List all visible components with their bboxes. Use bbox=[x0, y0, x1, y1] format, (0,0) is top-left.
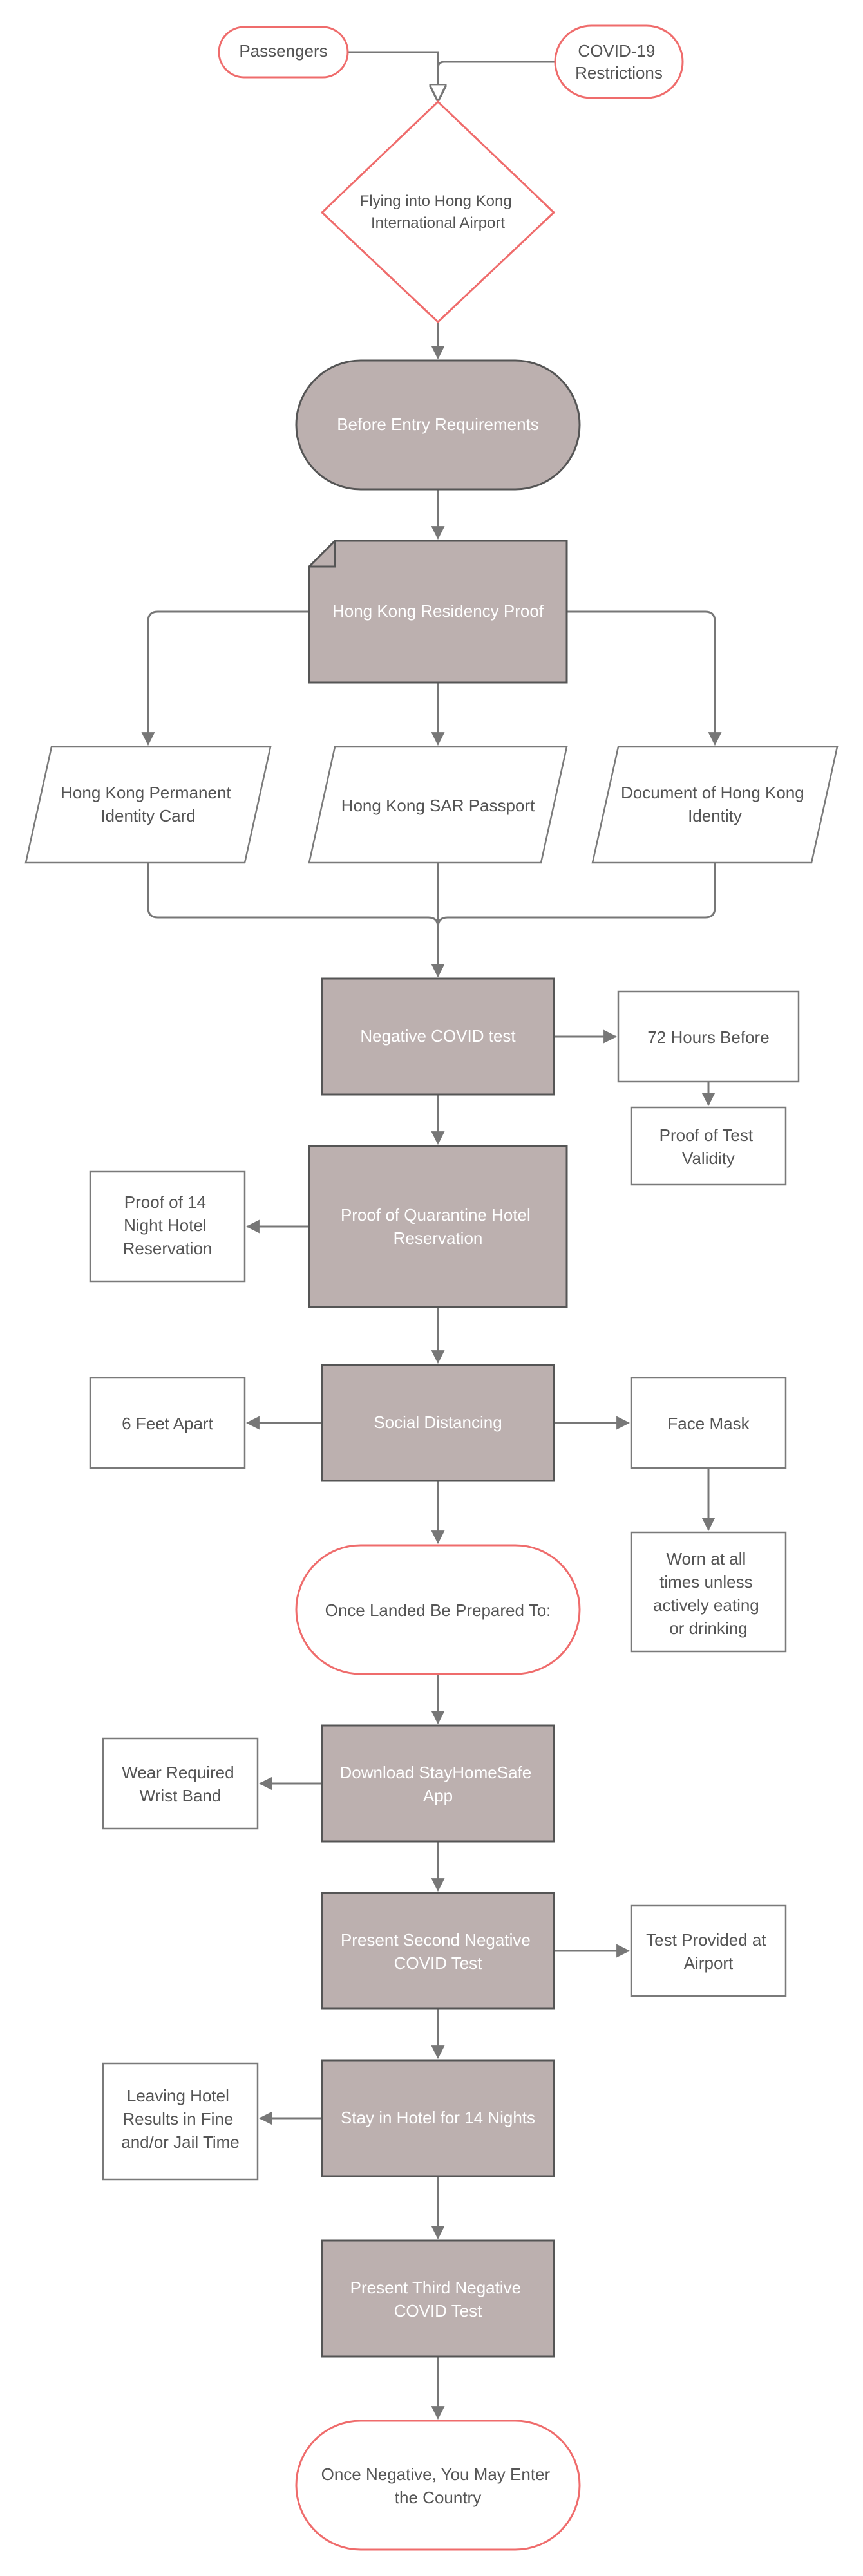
document-identity-line-2: Identity bbox=[688, 806, 742, 825]
worn-at-all-times-node: Worn at all times unless actively eating… bbox=[630, 1531, 787, 1653]
svg-text:Proof of 14 Night Hotel: Proof of 14 Night Hotel Reservation bbox=[123, 1192, 213, 1258]
passengers-terminal: Passengers bbox=[218, 26, 349, 79]
social-distancing-label: Social Distancing bbox=[374, 1413, 502, 1432]
third-test-line-1: Present Third Negative bbox=[350, 2278, 521, 2297]
svg-text:Present Third Negative C: Present Third Negative COVID Test bbox=[350, 2278, 526, 2320]
svg-text:COVID-19 Restrictions: COVID-19 Restrictions bbox=[575, 41, 663, 82]
svg-text:Hong Kong Permanent Iden: Hong Kong Permanent Identity Card bbox=[61, 783, 236, 825]
residency-proof-label: Hong Kong Residency Proof bbox=[332, 601, 544, 621]
second-test-line-2: COVID Test bbox=[394, 1953, 483, 1973]
svg-text:Once Negative, You May Enter: Once Negative, You May Enter the Country bbox=[321, 2465, 555, 2507]
edge-restrictions-to-decision bbox=[438, 61, 555, 100]
covid-restrictions-line-2: Restrictions bbox=[575, 63, 663, 82]
stay-hotel-node: Stay in Hotel for 14 Nights bbox=[321, 2059, 555, 2177]
hours-before-label: 72 Hours Before bbox=[647, 1028, 769, 1047]
svg-text:Worn at all times unless: Worn at all times unless actively eating… bbox=[653, 1549, 764, 1638]
proof-validity-node: Proof of Test Validity bbox=[630, 1106, 787, 1186]
covid-restrictions-line-1: COVID-19 bbox=[578, 41, 655, 61]
covid-restrictions-terminal: COVID-19 Restrictions bbox=[554, 24, 684, 99]
flying-into-line-1: Flying into Hong Kong bbox=[360, 193, 512, 210]
proof-validity-line-2: Validity bbox=[682, 1149, 735, 1168]
six-feet-node: 6 Feet Apart bbox=[89, 1377, 246, 1469]
edge-permanent-id-to-test bbox=[147, 863, 445, 978]
document-identity-node: Document of Hong Kong Identity bbox=[591, 746, 839, 864]
worn-line-4: or drinking bbox=[669, 1619, 747, 1638]
svg-text:Present Second Negative: Present Second Negative COVID Test bbox=[341, 1930, 535, 1973]
once-landed-terminal: Once Landed Be Prepared To: bbox=[295, 1544, 581, 1675]
hours-before-node: 72 Hours Before bbox=[617, 990, 800, 1083]
permanent-id-line-1: Hong Kong Permanent bbox=[61, 783, 231, 802]
once-negative-terminal: Once Negative, You May Enter the Country bbox=[295, 2420, 581, 2551]
negative-test-label: Negative COVID test bbox=[360, 1026, 516, 1046]
proof-14-night-line-2: Night Hotel bbox=[124, 1216, 207, 1235]
download-app-line-2: App bbox=[423, 1786, 453, 1805]
edge-residency-to-document bbox=[567, 610, 722, 746]
flying-into-line-2: International Airport bbox=[371, 214, 505, 232]
edge-document-to-test bbox=[437, 863, 716, 928]
negative-test-node: Negative COVID test bbox=[321, 977, 555, 1096]
svg-text:Flying into Hong Kong In: Flying into Hong Kong International Airp… bbox=[360, 193, 517, 232]
second-test-node: Present Second Negative COVID Test bbox=[321, 1892, 555, 2010]
test-airport-line-2: Airport bbox=[684, 1953, 734, 1973]
worn-line-2: times unless bbox=[659, 1572, 753, 1592]
download-app-line-1: Download StayHomeSafe bbox=[340, 1763, 532, 1782]
face-mask-node: Face Mask bbox=[630, 1377, 787, 1469]
svg-text:Leaving Hotel Results in: Leaving Hotel Results in Fine and/or Jai… bbox=[121, 2086, 240, 2152]
face-mask-label: Face Mask bbox=[667, 1414, 750, 1433]
leaving-hotel-line-2: Results in Fine bbox=[122, 2109, 233, 2129]
passengers-label: Passengers bbox=[239, 41, 327, 61]
edge-residency-to-permanent-id bbox=[141, 610, 309, 746]
wrist-band-node: Wear Required Wrist Band bbox=[102, 1737, 259, 1830]
quarantine-hotel-node: Proof of Quarantine Hotel Reservation bbox=[308, 1145, 568, 1308]
once-landed-label: Once Landed Be Prepared To: bbox=[325, 1601, 551, 1620]
second-test-line-1: Present Second Negative bbox=[341, 1930, 531, 1950]
document-identity-line-1: Document of Hong Kong bbox=[621, 783, 804, 802]
proof-14-night-node: Proof of 14 Night Hotel Reservation bbox=[89, 1170, 246, 1283]
svg-text:Test Provided at Airport: Test Provided at Airport bbox=[646, 1930, 771, 1973]
social-distancing-node: Social Distancing bbox=[321, 1364, 555, 1482]
test-airport-node: Test Provided at Airport bbox=[630, 1904, 787, 1997]
quarantine-hotel-line-1: Proof of Quarantine Hotel bbox=[341, 1205, 531, 1225]
before-entry-label: Before Entry Requirements bbox=[337, 415, 539, 434]
once-negative-line-2: the Country bbox=[395, 2488, 481, 2507]
svg-text:Download StayHomeSafe Ap: Download StayHomeSafe App bbox=[340, 1763, 536, 1805]
proof-14-night-line-3: Reservation bbox=[123, 1239, 213, 1258]
svg-text:Wear Required Wrist Band: Wear Required Wrist Band bbox=[122, 1763, 239, 1805]
svg-text:Proof of Quarantine Hotel: Proof of Quarantine Hotel Reservation bbox=[341, 1205, 535, 1248]
svg-text:Document of Hong Kong Id: Document of Hong Kong Identity bbox=[621, 783, 809, 825]
wrist-band-line-1: Wear Required bbox=[122, 1763, 234, 1782]
leaving-hotel-node: Leaving Hotel Results in Fine and/or Jai… bbox=[102, 2062, 259, 2181]
before-entry-terminal: Before Entry Requirements bbox=[295, 359, 581, 491]
permanent-id-line-2: Identity Card bbox=[100, 806, 195, 825]
once-negative-line-1: Once Negative, You May Enter bbox=[321, 2465, 551, 2484]
download-app-node: Download StayHomeSafe App bbox=[321, 1724, 555, 1843]
sar-passport-label: Hong Kong SAR Passport bbox=[341, 796, 535, 815]
worn-line-1: Worn at all bbox=[666, 1549, 746, 1568]
test-airport-line-1: Test Provided at bbox=[646, 1930, 766, 1950]
sar-passport-node: Hong Kong SAR Passport bbox=[308, 746, 568, 864]
quarantine-hotel-line-2: Reservation bbox=[394, 1228, 483, 1248]
leaving-hotel-line-3: and/or Jail Time bbox=[121, 2132, 240, 2152]
proof-14-night-line-1: Proof of 14 bbox=[124, 1192, 206, 1212]
wrist-band-line-2: Wrist Band bbox=[140, 1786, 222, 1805]
six-feet-label: 6 Feet Apart bbox=[122, 1414, 213, 1433]
permanent-id-node: Hong Kong Permanent Identity Card bbox=[24, 746, 272, 864]
svg-text:Proof of Test Validity: Proof of Test Validity bbox=[659, 1125, 758, 1168]
connectors bbox=[141, 51, 722, 2420]
stay-hotel-label: Stay in Hotel for 14 Nights bbox=[341, 2108, 535, 2127]
third-test-line-2: COVID Test bbox=[394, 2301, 483, 2320]
residency-proof-node: Hong Kong Residency Proof bbox=[308, 540, 568, 684]
leaving-hotel-line-1: Leaving Hotel bbox=[127, 2086, 229, 2105]
worn-line-3: actively eating bbox=[653, 1595, 759, 1615]
third-test-node: Present Third Negative COVID Test bbox=[321, 2239, 555, 2358]
edge-passengers-to-decision bbox=[348, 51, 438, 100]
flying-into-decision: Flying into Hong Kong International Airp… bbox=[320, 100, 556, 324]
proof-validity-line-1: Proof of Test bbox=[659, 1125, 754, 1145]
